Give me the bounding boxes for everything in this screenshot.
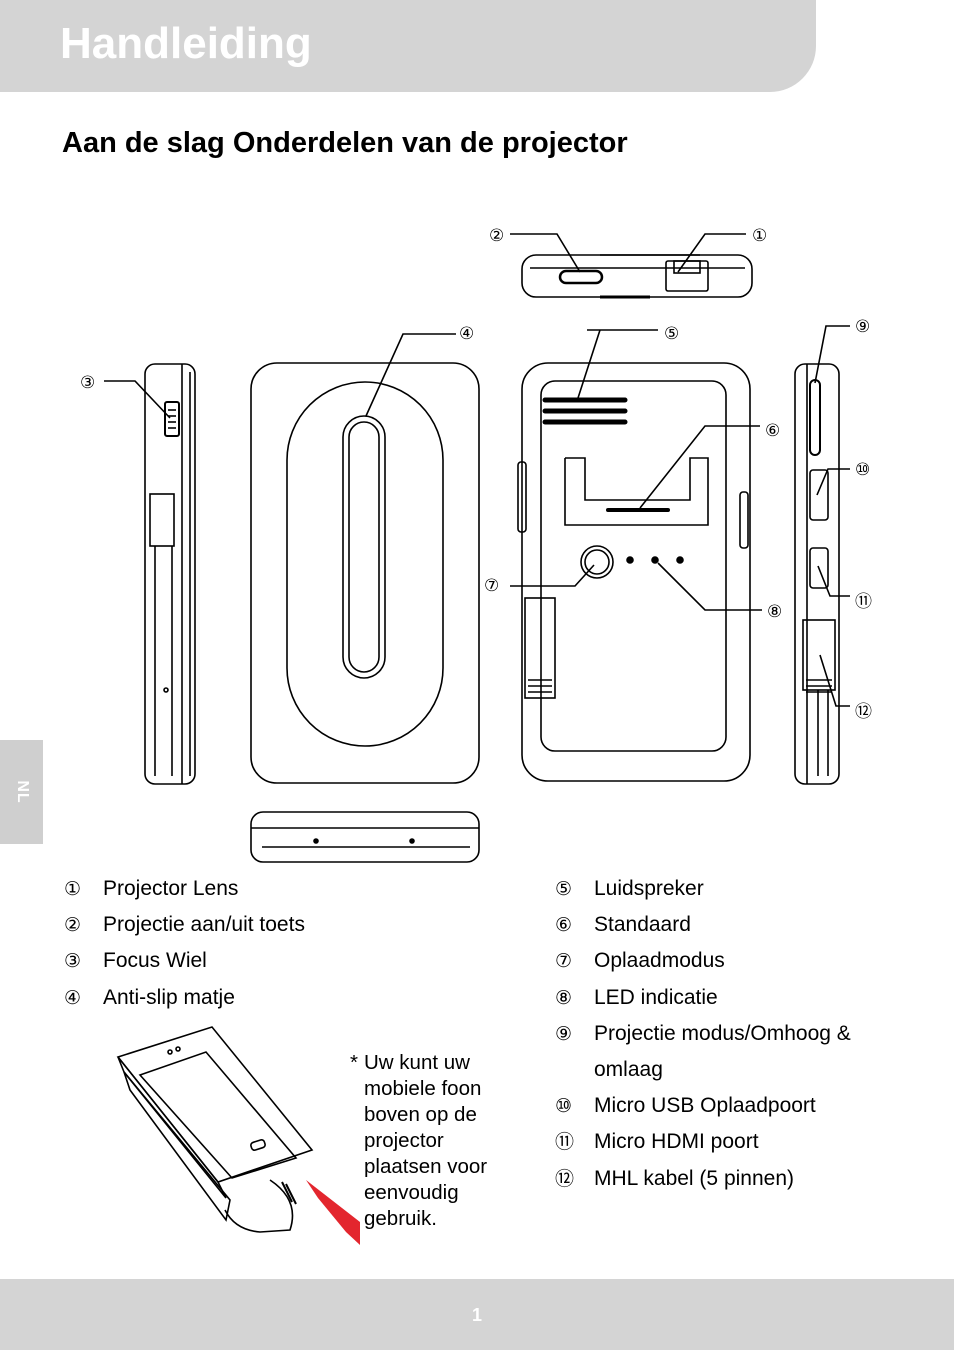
legend-label: Focus Wiel	[103, 949, 207, 973]
legend-label: LED indicatie	[594, 985, 718, 1009]
legend-label: Projectie modus/Omhoog &	[594, 1021, 851, 1045]
legend-number: ⑫	[555, 1167, 575, 1190]
legend-number: ⑧	[555, 986, 573, 1009]
front-view	[510, 329, 762, 782]
legend-number: ③	[64, 950, 82, 973]
top-view	[510, 233, 753, 299]
callout-1: ①	[752, 226, 768, 246]
legend-number: ②	[64, 914, 82, 937]
legend-item: ⑥ Standaard	[555, 907, 851, 943]
legend-number: ⑪	[555, 1131, 575, 1154]
callout-8: ⑧	[767, 602, 783, 622]
legend-number: ⑩	[555, 1095, 573, 1118]
legend-number: ⑥	[555, 914, 573, 937]
language-tab: NL	[0, 740, 43, 844]
legend-label: Anti-slip matje	[103, 985, 235, 1009]
phone-illustration	[116, 1026, 314, 1233]
legend-label: Micro USB Oplaadpoort	[594, 1094, 816, 1118]
legend-item: ⑪ Micro HDMI poort	[555, 1124, 851, 1160]
left-side-view	[104, 363, 196, 785]
legend-item: ① Projector Lens	[64, 871, 305, 907]
section-title: Aan de slag Onderdelen van de projector	[62, 127, 628, 159]
callout-6: ⑥	[765, 421, 781, 441]
legend-number: ①	[64, 878, 82, 900]
callout-2: ②	[489, 226, 505, 246]
callout-12: ⑫	[855, 702, 872, 722]
footer-bar	[0, 1279, 954, 1350]
legend-item: ③ Focus Wiel	[64, 943, 305, 979]
legend-label: omlaag	[594, 1058, 663, 1082]
legend-number: ⑨	[555, 1022, 573, 1045]
legend-item: ⑩ Micro USB Oplaadpoort	[555, 1088, 851, 1124]
legend-number: ⑤	[555, 878, 573, 900]
legend-label: Oplaadmodus	[594, 949, 725, 973]
note-text: Uw kunt uw mobiele foon boven op de proj…	[364, 1051, 488, 1230]
legend-item: ② Projectie aan/uit toets	[64, 907, 305, 943]
legend-label: Standaard	[594, 913, 691, 937]
callout-10: ⑩	[855, 460, 871, 480]
legend-label: Projectie aan/uit toets	[103, 913, 305, 937]
callout-9: ⑨	[855, 317, 871, 337]
callout-11: ⑪	[855, 592, 872, 612]
legend-label: Projector Lens	[103, 877, 239, 900]
legend-item: ④ Anti-slip matje	[64, 980, 305, 1016]
parts-legend-right: ⑤ Luidspreker ⑥ Standaard ⑦ Oplaadmodus ⑧ LE…	[555, 871, 851, 1197]
legend-label: Luidspreker	[594, 877, 704, 900]
legend-item: ⑫ MHL kabel (5 pinnen)	[555, 1161, 851, 1197]
callout-5: ⑤	[664, 324, 680, 344]
legend-item: ⑤ Luidspreker	[555, 871, 851, 907]
callout-4: ④	[459, 324, 475, 344]
right-side-view	[794, 325, 850, 785]
legend-item: ⑨ Projectie modus/Omhoog &	[555, 1016, 851, 1052]
parts-legend-left: ① Projector Lens ② Projectie aan/uit toets…	[64, 871, 305, 1016]
legend-item: ⑧ LED indicatie	[555, 980, 851, 1016]
legend-label: Micro HDMI poort	[594, 1130, 759, 1154]
note-asterisk: *	[350, 1051, 358, 1074]
legend-number: ④	[64, 986, 82, 1009]
callout-7: ⑦	[484, 576, 500, 596]
header-bar: Handleiding	[0, 0, 816, 92]
bottom-view	[250, 333, 480, 784]
legend-number: ⑦	[555, 950, 573, 973]
header-title: Handleiding	[60, 19, 312, 68]
legend-item: ⑦ Oplaadmodus	[555, 943, 851, 979]
callout-3: ③	[80, 373, 96, 393]
edge-view	[250, 811, 480, 863]
legend-item-continuation: omlaag	[555, 1052, 851, 1088]
page-number: 1	[471, 1305, 482, 1325]
legend-label: MHL kabel (5 pinnen)	[594, 1166, 794, 1190]
red-arrow	[306, 1180, 360, 1245]
